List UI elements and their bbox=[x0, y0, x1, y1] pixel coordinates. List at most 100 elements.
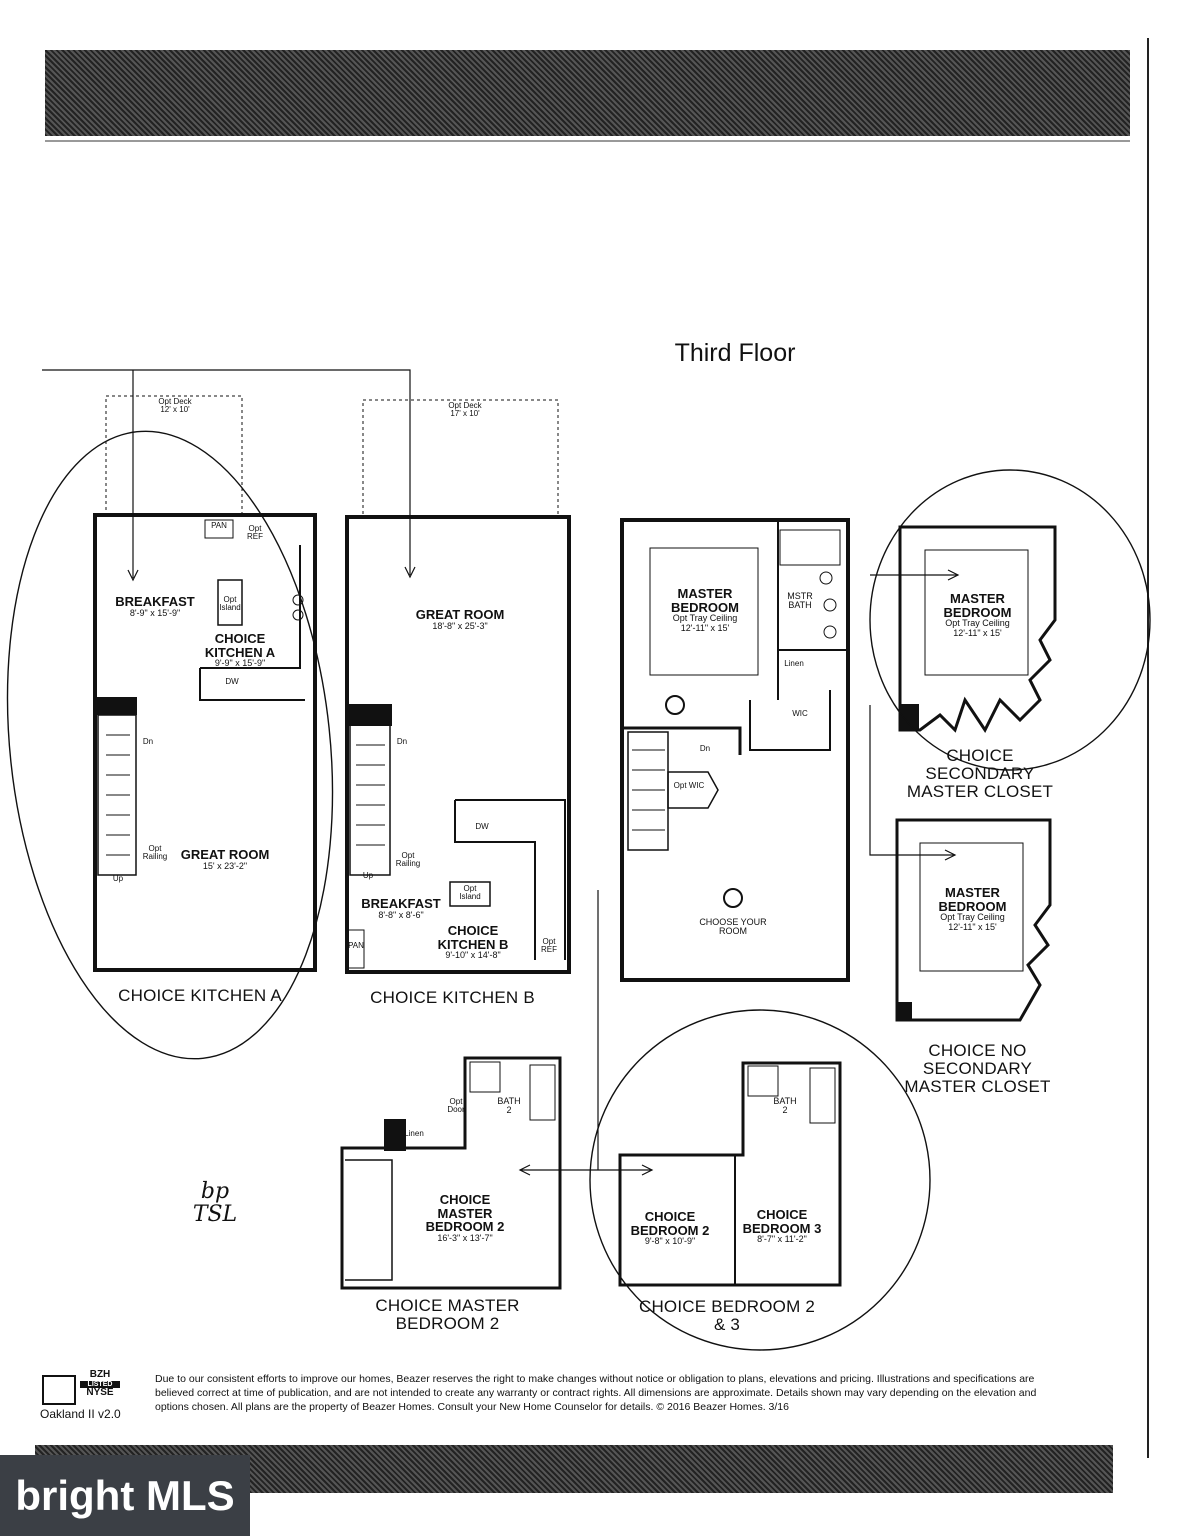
kitchen-b-counter bbox=[454, 799, 566, 960]
kitchen-b-great-room-name: GREAT ROOM bbox=[415, 607, 505, 622]
mb2-bath-label: BATH 2 bbox=[497, 1096, 521, 1116]
bzh-text: BZH bbox=[89, 1369, 111, 1380]
arrow-to-bedrooms bbox=[520, 890, 652, 1171]
right-edge-line bbox=[1147, 38, 1149, 1458]
secondary-closet-tray bbox=[924, 549, 1029, 676]
kitchen-a-outline bbox=[93, 513, 317, 972]
linen-label: Linen bbox=[784, 659, 804, 668]
bedroom-2-name: CHOICE BEDROOM 2 bbox=[630, 1209, 710, 1238]
master-bath-wall bbox=[749, 520, 848, 751]
kitchen-a-opt-ref-label: Opt REF bbox=[247, 524, 263, 542]
mb2-caption: CHOICE MASTER BEDROOM 2 bbox=[375, 1296, 520, 1333]
kitchen-a-deck-name: Opt Deck bbox=[158, 397, 192, 406]
master-bedroom-name: MASTER BEDROOM bbox=[671, 586, 739, 615]
kitchen-b-stair-wall bbox=[346, 704, 392, 726]
master-bedroom-tray bbox=[649, 547, 759, 676]
kitchen-b-kitchen-dim: 9'-10" x 14'-8" bbox=[445, 950, 501, 961]
arrow-to-secondary bbox=[869, 574, 958, 856]
kitchen-b-deck bbox=[362, 399, 559, 518]
kitchen-b-outline bbox=[345, 515, 571, 974]
b23-bath-label: BATH 2 bbox=[773, 1096, 797, 1116]
third-floor-dn: Dn bbox=[699, 744, 711, 753]
kitchen-a-kitchen-dim: 9'-9" x 15'-9" bbox=[214, 658, 266, 669]
handwritten-note: bp TSL bbox=[192, 1179, 238, 1228]
bedroom-3-dim: 8'-7" x 11'-2" bbox=[757, 1234, 807, 1245]
kitchen-a-stair-wall bbox=[93, 697, 137, 715]
secondary-closet-caption: CHOICE SECONDARY MASTER CLOSET bbox=[906, 746, 1054, 801]
equal-housing-icon bbox=[42, 1375, 76, 1405]
kitchen-a-deck-dim: 12' x 10' bbox=[160, 405, 190, 415]
kitchen-a-counter bbox=[199, 545, 305, 701]
third-floor-stair-wall bbox=[622, 726, 742, 755]
kitchen-b-pan: PAN bbox=[348, 941, 364, 950]
kitchen-b-island-label: Opt Island bbox=[459, 884, 481, 902]
no-secondary-outline bbox=[895, 818, 1052, 1022]
no-secondary-master-bedroom-dim: 12'-11" x 15' bbox=[948, 921, 997, 932]
mstr-bath-label: MSTR BATH bbox=[787, 591, 813, 611]
kitchen-a-breakfast-name: BREAKFAST bbox=[115, 594, 195, 609]
kitchen-b-island bbox=[449, 881, 491, 907]
disclaimer: Due to our consistent efforts to improve… bbox=[155, 1373, 1037, 1413]
master-bedroom-dim: 12'-11" x 15' bbox=[680, 622, 730, 633]
no-secondary-tray bbox=[919, 842, 1024, 972]
light-fixture-choose bbox=[723, 888, 743, 908]
top-rule bbox=[45, 140, 1130, 142]
kitchen-a-pan-label: PAN bbox=[211, 521, 227, 530]
no-secondary-master-bedroom-name: MASTER BEDROOM bbox=[938, 885, 1007, 914]
bedroom-2-3-outline bbox=[618, 1061, 842, 1287]
kitchen-b-dw: DW bbox=[475, 822, 489, 831]
bath-2-tub bbox=[529, 1064, 556, 1121]
mb2-opt-door: Opt Door bbox=[447, 1097, 465, 1115]
kitchen-a-great-room-name: GREAT ROOM bbox=[180, 847, 270, 862]
model-name: Oakland II v2.0 bbox=[40, 1407, 121, 1421]
kitchen-a-kitchen-name: CHOICE KITCHEN A bbox=[204, 631, 276, 660]
circle-bedrooms bbox=[589, 1009, 931, 1351]
kitchen-a-breakfast-dim: 8'-9" x 15'-9" bbox=[129, 607, 181, 618]
secondary-closet-outline bbox=[898, 525, 1057, 733]
kitchen-b-opt-ref: Opt REF bbox=[541, 937, 557, 955]
third-floor-outline bbox=[620, 518, 850, 982]
kitchen-b-dn: Dn bbox=[396, 737, 408, 746]
nyse-text: NYSE bbox=[86, 1386, 114, 1398]
kitchen-b-deck-dim: 17' x 10' bbox=[450, 409, 480, 419]
circle-kitchen-a bbox=[6, 430, 334, 1060]
opt-wic-label: Opt WIC bbox=[673, 781, 705, 790]
kitchen-b-breakfast-name: BREAKFAST bbox=[361, 896, 441, 911]
kitchen-b-deck-name: Opt Deck bbox=[448, 401, 482, 410]
kitchen-b-stairs bbox=[349, 724, 391, 876]
bedroom-2-dim: 9'-8" x 10'-9" bbox=[644, 1236, 696, 1247]
kitchen-a-opt-railing: Opt Railing bbox=[142, 844, 168, 862]
kitchen-a-up: Up bbox=[112, 874, 124, 883]
secondary-master-bedroom-dim: 12'-11" x 15' bbox=[953, 627, 1002, 638]
bedroom-3-name: CHOICE BEDROOM 3 bbox=[742, 1207, 822, 1236]
master-bedroom-sub: Opt Tray Ceiling bbox=[672, 613, 738, 624]
kitchen-b-opt-railing: Opt Railing bbox=[395, 851, 421, 869]
arrow-kitchen-a bbox=[42, 369, 411, 578]
b23-caption: CHOICE BEDROOM 2 & 3 bbox=[638, 1297, 816, 1334]
kitchen-b-breakfast-dim: 8'-8" x 8'-6" bbox=[378, 909, 424, 920]
light-fixture-master bbox=[665, 695, 685, 715]
kitchen-a-deck bbox=[105, 395, 243, 516]
opt-wic-box bbox=[667, 771, 719, 809]
kitchen-b-up: Up bbox=[362, 871, 374, 880]
top-scan-band bbox=[45, 50, 1130, 136]
kitchen-a-dw: DW bbox=[225, 677, 239, 686]
wic-label: WIC bbox=[792, 709, 808, 718]
kitchen-a-caption: CHOICE KITCHEN A bbox=[118, 986, 282, 1005]
floor-title: Third Floor bbox=[674, 339, 796, 367]
no-secondary-master-bedroom-sub: Opt Tray Ceiling bbox=[940, 912, 1005, 923]
